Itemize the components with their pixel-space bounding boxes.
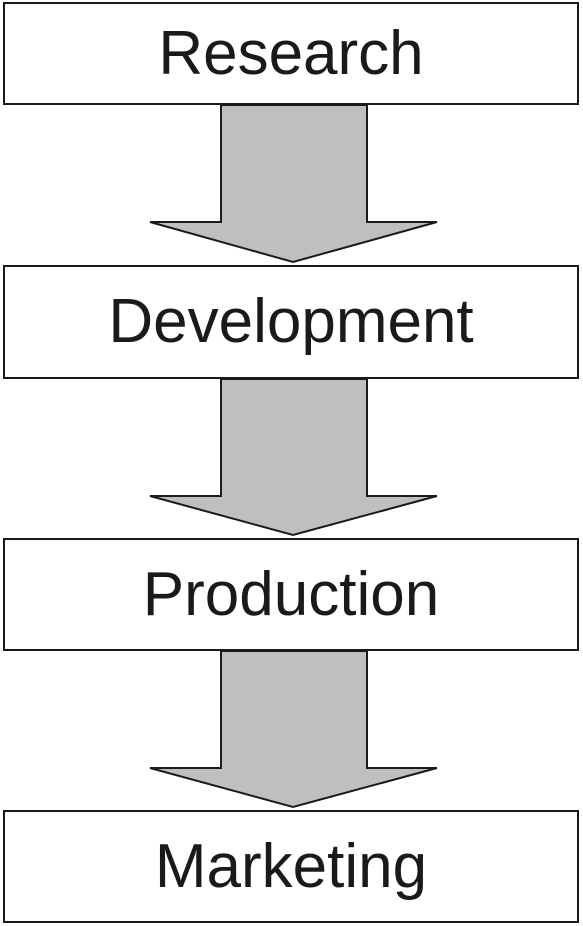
arrow-research-to-development (149, 104, 438, 264)
arrow-development-to-production (149, 378, 438, 537)
stage-label-research: Research (158, 18, 424, 88)
stage-label-marketing: Marketing (154, 831, 428, 901)
stage-box-production: Production (3, 538, 579, 651)
stage-label-development: Development (108, 287, 474, 356)
arrow-production-to-marketing (149, 650, 438, 809)
stage-box-marketing: Marketing (3, 810, 579, 923)
stage-box-development: Development (3, 265, 579, 379)
stage-box-research: Research (3, 2, 579, 105)
stage-label-production: Production (142, 559, 440, 629)
